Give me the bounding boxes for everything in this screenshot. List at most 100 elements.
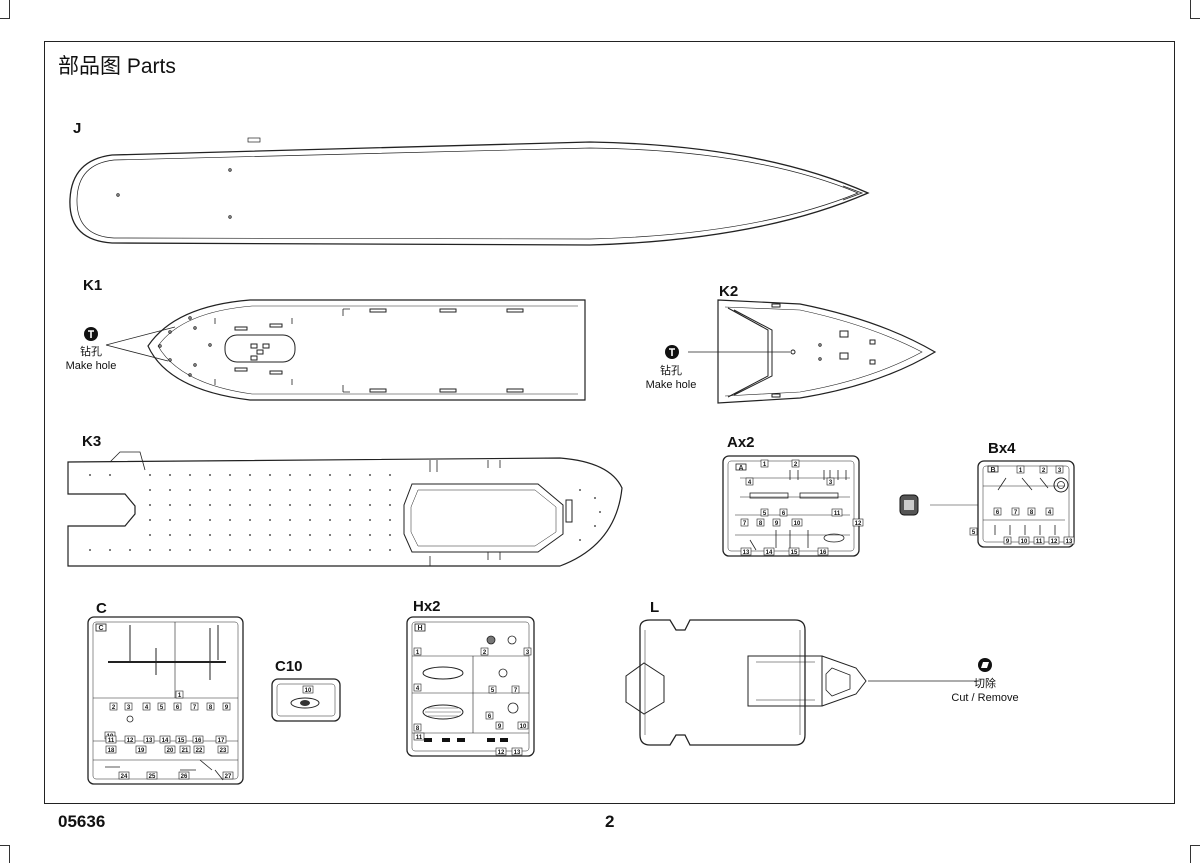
drill-hole-icon — [84, 327, 98, 341]
part-number-box — [222, 771, 234, 780]
part-number-box — [124, 735, 136, 744]
part-number-box — [791, 518, 803, 527]
part-number-h-6: 6 — [488, 714, 492, 720]
part-number-box — [1033, 536, 1045, 545]
part-number-box — [1055, 465, 1064, 474]
part-number-c-6: 6 — [176, 705, 180, 711]
part-number-box — [217, 745, 229, 754]
part-number-c-12: 12 — [127, 738, 134, 744]
part-number-box — [831, 508, 843, 517]
part-number-c-15: 15 — [178, 738, 185, 744]
crop-mark-bottom-left-h — [0, 845, 10, 846]
part-number-a-5: 5 — [763, 511, 767, 517]
part-k1-deck — [105, 299, 586, 401]
part-number-c-5: 5 — [160, 705, 164, 711]
part-number-box — [826, 477, 835, 486]
part-number-h-8: 8 — [416, 726, 420, 732]
part-number-box — [760, 508, 769, 517]
part-number-c-17: 17 — [218, 738, 225, 744]
part-number-h-1: 1 — [416, 650, 420, 656]
part-number-box — [124, 702, 133, 711]
part-number-box — [1039, 465, 1048, 474]
make-hole-note-k1: 钻孔 Make hole — [58, 345, 124, 373]
part-number-c-20: 20 — [167, 748, 174, 754]
part-number-box — [1063, 536, 1075, 545]
make-hole-cn-k1: 钻孔 — [80, 346, 102, 358]
part-number-c-18: 18 — [108, 748, 115, 754]
sprue-c: C123456789101112131415161718192021222324… — [87, 616, 244, 785]
part-number-c-14: 14 — [162, 738, 169, 744]
crop-mark-top-left-h — [0, 18, 10, 19]
part-number-box — [190, 702, 199, 711]
part-number-a-6: 6 — [782, 511, 786, 517]
part-number-a-10: 10 — [794, 521, 801, 527]
part-number-b-13: 13 — [1066, 539, 1073, 545]
part-number-b-8: 8 — [1030, 510, 1034, 516]
part-number-a-16: 16 — [820, 550, 827, 556]
parts-frame — [44, 41, 1175, 804]
part-number-h-5: 5 — [491, 688, 495, 694]
part-number-box — [756, 518, 765, 527]
part-number-box — [146, 771, 158, 780]
part-number-b-2: 2 — [1042, 468, 1046, 474]
part-number-c-16: 16 — [195, 738, 202, 744]
part-number-box — [179, 745, 191, 754]
part-k3-hangar-deck — [67, 451, 623, 567]
part-number-box — [969, 527, 978, 536]
part-number-box — [105, 745, 117, 754]
part-number-b-7: 7 — [1014, 510, 1018, 516]
part-number-h-13: 13 — [514, 750, 521, 756]
part-label-k3: K3 — [82, 433, 102, 450]
part-number-b-6: 6 — [996, 510, 1000, 516]
part-number-a-13: 13 — [743, 550, 750, 556]
model-code: 05636 — [58, 812, 106, 831]
part-number-box — [135, 745, 147, 754]
part-number-box — [159, 735, 171, 744]
part-number-box — [1016, 465, 1025, 474]
part-number-c-11: 11 — [108, 738, 115, 744]
cut-remove-en: Cut / Remove — [951, 692, 1019, 704]
part-number-box — [175, 735, 187, 744]
part-number-b-5: 5 — [972, 530, 976, 536]
crop-mark-bottom-right-h — [1190, 845, 1200, 846]
part-number-box — [118, 771, 130, 780]
part-number-c-22: 22 — [196, 748, 203, 754]
part-number-box — [1045, 507, 1054, 516]
crop-mark-bottom-left-v — [9, 845, 10, 863]
part-number-box — [852, 518, 864, 527]
sprue-c10: 10 — [271, 678, 341, 722]
part-number-a-11: 11 — [834, 511, 841, 517]
part-number-box — [413, 683, 422, 692]
part-number-box — [740, 518, 749, 527]
part-number-c-4: 4 — [145, 705, 149, 711]
part-number-h-3: 3 — [526, 650, 530, 656]
part-number-box — [993, 507, 1002, 516]
cabin-detail-part — [899, 494, 919, 516]
part-label-j: J — [73, 120, 82, 137]
part-number-h-2: 2 — [483, 650, 487, 656]
part-number-box — [413, 732, 425, 741]
part-number-b-4: 4 — [1048, 510, 1052, 516]
part-label-k2: K2 — [719, 283, 739, 300]
part-number-box — [178, 771, 190, 780]
part-number-a-14: 14 — [766, 550, 773, 556]
part-number-c-13: 13 — [146, 738, 153, 744]
part-label-a: Ax2 — [727, 434, 755, 451]
part-number-c-2: 2 — [112, 705, 116, 711]
part-number-box — [1011, 507, 1020, 516]
part-number-box — [740, 547, 752, 556]
sprue-tag-a: A — [738, 465, 743, 472]
part-number-h-4: 4 — [416, 686, 420, 692]
part-number-box — [109, 702, 118, 711]
part-number-box — [222, 702, 231, 711]
part-number-box — [193, 745, 205, 754]
crop-mark-bottom-right-v — [1190, 845, 1191, 863]
part-number-c-3: 3 — [127, 705, 131, 711]
part-number-a-12: 12 — [855, 521, 862, 527]
part-number-b-3: 3 — [1058, 468, 1062, 474]
part-number-c-24: 24 — [121, 774, 128, 780]
page-number: 2 — [605, 812, 615, 831]
